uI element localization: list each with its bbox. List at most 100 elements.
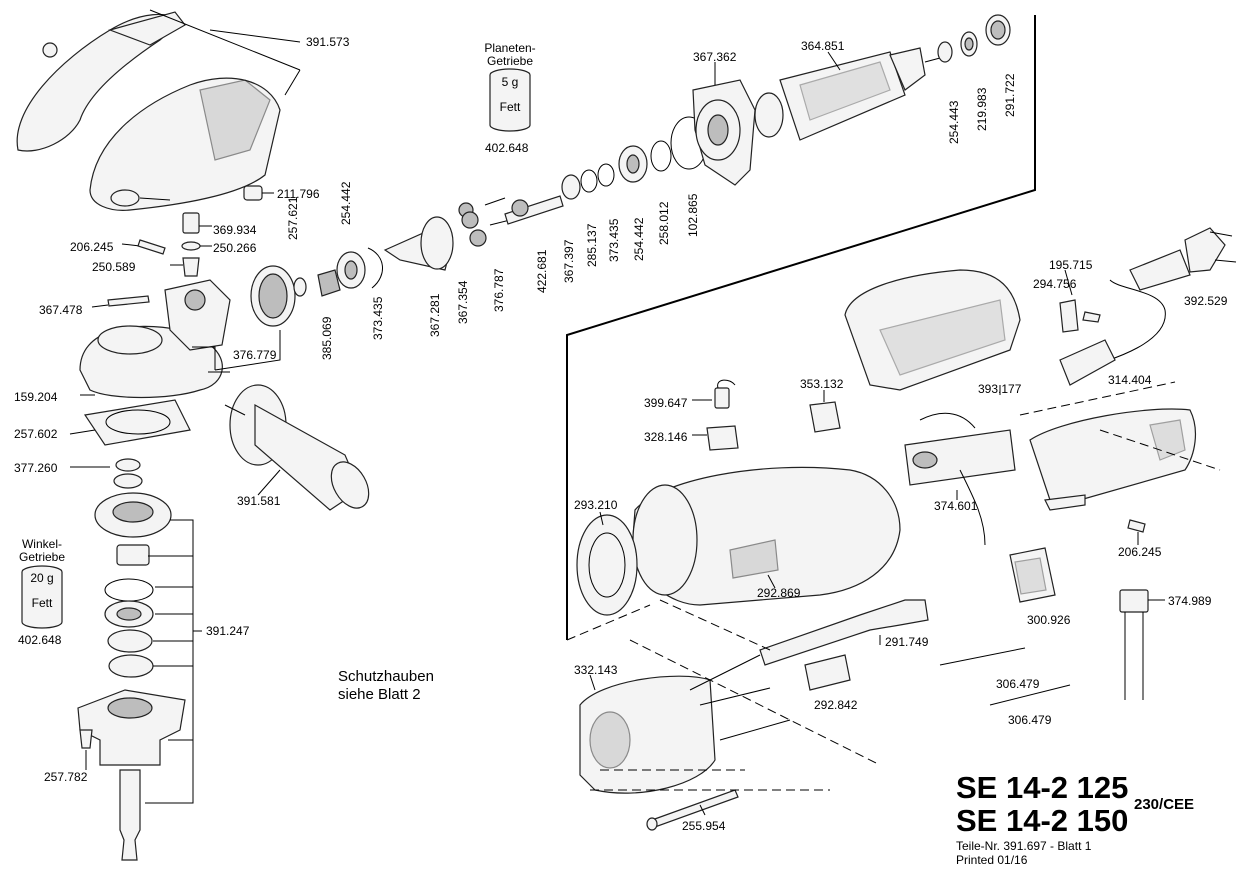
- screw-206-245-right: [1127, 519, 1146, 545]
- part-label-219-983: 219.983: [975, 87, 989, 131]
- part-label-385-069: 385.069: [320, 316, 334, 360]
- part-label-306-479: 306.479: [1008, 713, 1052, 727]
- part-labels: 391.573 211.796 369.934 206.245 250.266 250.5…: [14, 35, 1228, 833]
- part-label-391-247: 391.247: [206, 624, 250, 638]
- screw-206-245-left: [121, 239, 166, 255]
- part-label-328-146: 328.146: [644, 430, 688, 444]
- power-cord-314-404: [1059, 227, 1237, 386]
- part-label-402-648: 402.648: [485, 141, 529, 155]
- part-label-292-869: 292.869: [757, 586, 801, 600]
- part-labels-vertical: 257.621 254.442 385.069 373.435 367.281 367.3…: [286, 73, 1017, 360]
- part-label-300-926: 300.926: [1027, 613, 1071, 627]
- part-label-376-787: 376.787: [492, 268, 506, 312]
- part-label-367-281: 367.281: [428, 293, 442, 337]
- part-label-195-715: 195.715: [1049, 258, 1093, 272]
- part-label-257-602: 257.602: [14, 427, 58, 441]
- part-label-367-362: 367.362: [693, 50, 737, 64]
- planetary-parts-row: [293, 116, 708, 297]
- screw-257-782: [79, 729, 93, 770]
- hose-306-479-b: [989, 684, 1071, 706]
- part-label-254-443: 254.443: [947, 100, 961, 144]
- part-label-374-989: 374.989: [1168, 594, 1212, 608]
- part-label-285-137: 285.137: [585, 223, 599, 267]
- part-label-211-796: 211.796: [277, 187, 320, 201]
- part-label-257-782: 257.782: [44, 770, 88, 784]
- side-handle-391-581: [224, 384, 370, 511]
- part-label-367-354: 367.354: [456, 280, 470, 324]
- rear-housing-shell: [844, 269, 1021, 391]
- grease1-title2: Getriebe: [487, 54, 533, 68]
- part-label-367-478: 367.478: [39, 303, 83, 317]
- grease2-amount: 20 g: [30, 571, 53, 585]
- note-line1: Schutzhauben: [338, 668, 434, 685]
- grease1-title1: Planeten-: [484, 41, 535, 55]
- rotor-bearings: [937, 14, 1011, 63]
- switch-knob-292-842: [804, 654, 851, 691]
- grease1-name: Fett: [500, 100, 521, 114]
- sheet-part-number: Teile-Nr. 391.697 - Blatt 1: [956, 839, 1092, 853]
- part-label-292-842: 292.842: [814, 698, 858, 712]
- part-label-254-442: 254.442: [632, 217, 646, 261]
- hose-306-479-a: [939, 647, 1026, 666]
- motor-housing-292-869: [631, 466, 901, 606]
- part-label-369-934: 369.934: [213, 223, 257, 237]
- housing-cover-391-573: [16, 9, 301, 211]
- part-label-293-210: 293.210: [574, 498, 618, 512]
- model-title-1: SE 14-2 125: [956, 770, 1129, 805]
- part-label-294-756: 294.756: [1033, 277, 1077, 291]
- grease-container-20g: [21, 565, 63, 629]
- assembly-frame: [566, 15, 1036, 640]
- grease2-title1: Winkel-: [22, 537, 62, 551]
- part-label-376-779: 376.779: [233, 348, 277, 362]
- fan-baffle-293-210: [576, 514, 638, 616]
- grease2-name: Fett: [32, 596, 53, 610]
- grease2-title2: Getriebe: [19, 550, 65, 564]
- switch-300-926: [1009, 547, 1056, 603]
- part-label-393-177: 393.177: [978, 382, 1022, 396]
- part-label-250-266: 250.266: [213, 241, 257, 255]
- part-label-306-479: 306.479: [996, 677, 1040, 691]
- bevel-gear-stack: [77, 458, 186, 861]
- grease1-amount: 5 g: [502, 75, 519, 89]
- capacitor-374-989: [1119, 589, 1165, 700]
- printed-date: Printed 01/16: [956, 853, 1028, 867]
- part-label-291-749: 291.749: [885, 635, 929, 649]
- part-label-367-397: 367.397: [562, 239, 576, 283]
- filter-353-132: [809, 390, 841, 433]
- grease-container-5g: [489, 68, 531, 132]
- part-label-257-621: 257.621: [286, 196, 300, 240]
- part-label-353-132: 353.132: [800, 377, 844, 391]
- part-label-250-589: 250.589: [92, 260, 136, 274]
- gear-head-housing: [79, 279, 231, 399]
- protective-cover-note: Schutzhauben siehe Blatt 2: [338, 668, 434, 704]
- part-label-392-529: 392.529: [1184, 294, 1228, 308]
- switch-cover: [1029, 408, 1196, 511]
- needle-bearing-ring: [250, 265, 296, 327]
- part-label-373-435: 373.435: [371, 296, 385, 340]
- note-line2: siehe Blatt 2: [338, 686, 421, 703]
- part-label-377-260: 377.260: [14, 461, 58, 475]
- part-label-258-012: 258.012: [657, 201, 671, 245]
- screw-255-954: [646, 789, 739, 831]
- armature-364-851: [754, 47, 941, 141]
- carbon-brush-399-647: [692, 379, 736, 409]
- part-label-206-245: 206.245: [1118, 545, 1162, 559]
- part-label-332-143: 332.143: [574, 663, 618, 677]
- voltage-label: 230/CEE: [1134, 796, 1195, 813]
- model-title-2: SE 14-2 150: [956, 803, 1129, 838]
- part-label-402-648: 402.648: [18, 633, 62, 647]
- part-label-422-681: 422.681: [535, 249, 549, 293]
- electronics-374-601: [904, 412, 1016, 546]
- part-label-102-865: 102.865: [686, 193, 700, 237]
- gasket-257-602: [83, 399, 191, 446]
- screw-367-478: [91, 295, 150, 308]
- part-label-159-204: 159.204: [14, 390, 58, 404]
- part-label-254-442: 254.442: [339, 181, 353, 225]
- bracket-391-247: [145, 519, 202, 804]
- part-label-314-404: 314.404: [1108, 373, 1152, 387]
- part-label-291-722: 291.722: [1003, 73, 1017, 117]
- part-label-391-573: 391.573: [306, 35, 350, 49]
- part-label-374-601: 374.601: [934, 499, 978, 513]
- switch-slider-291-749: [759, 599, 929, 666]
